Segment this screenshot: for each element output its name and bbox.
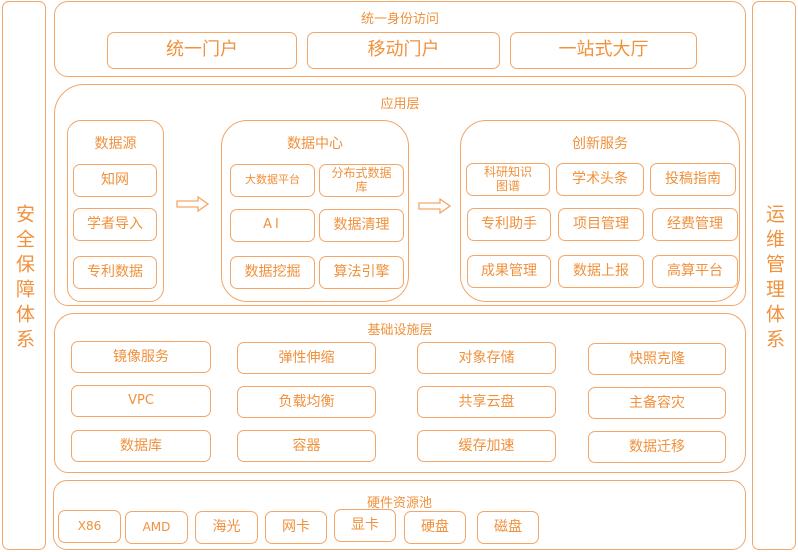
innovation-services-group [460,120,740,302]
datacenter-item[interactable]: 数据挖掘 [230,256,315,289]
hardware-item[interactable]: 海光 [195,511,258,544]
infra-item[interactable]: 镜像服务 [71,341,211,373]
hardware-item[interactable]: X86 [58,510,121,543]
infrastructure-layer-title: 基础设施层 [367,323,433,338]
identity-layer [54,1,746,77]
innovation-item-label: 科研知识图谱 [483,164,532,193]
innovation-item[interactable]: 科研知识图谱 [466,163,550,196]
innovation-item[interactable]: 经费管理 [652,208,738,241]
infra-item[interactable]: 弹性伸缩 [237,342,376,374]
data-center-title: 数据中心 [287,136,343,152]
infrastructure-layer [54,313,746,473]
infra-item[interactable]: 负载均衡 [237,386,376,418]
infra-item[interactable]: 数据库 [71,430,211,462]
datacenter-item-label: 分布式数据库 [331,165,392,194]
innovation-item[interactable]: 学术头条 [556,163,644,196]
security-system-label: 安全保障体系 [13,204,35,354]
infra-item[interactable]: 数据迁移 [588,431,726,463]
arrow-right-icon [418,198,452,214]
infra-item[interactable]: 缓存加速 [417,430,556,462]
innovation-item[interactable]: 成果管理 [467,255,551,288]
infra-item[interactable]: 对象存储 [417,342,556,374]
portal-mobile[interactable]: 移动门户 [307,32,500,69]
innovation-item[interactable]: 项目管理 [558,208,644,241]
application-layer-title: 应用层 [380,97,420,112]
source-item[interactable]: 专利数据 [73,256,157,289]
datacenter-item[interactable]: 分布式数据库 [319,164,404,197]
security-system-panel [2,1,46,550]
ops-system-label: 运维管理体系 [763,204,785,354]
innovation-item[interactable]: 投稿指南 [650,163,736,196]
source-item[interactable]: 学者导入 [73,208,157,241]
data-center-group [221,120,409,302]
portal-unified[interactable]: 统一门户 [107,32,297,69]
hardware-item[interactable]: 磁盘 [477,511,539,544]
data-source-title: 数据源 [94,136,137,152]
innovation-item[interactable]: 专利助手 [467,208,551,241]
infra-item[interactable]: 主备容灾 [588,387,726,419]
identity-layer-title: 统一身份访问 [360,12,439,27]
source-item[interactable]: 知网 [73,164,157,197]
datacenter-item[interactable]: 算法引擎 [319,256,404,289]
hardware-pool-title: 硬件资源池 [366,496,432,511]
innovation-item[interactable]: 高算平台 [652,255,738,288]
datacenter-item[interactable]: 数据清理 [319,209,404,242]
hardware-item[interactable]: 硬盘 [404,511,466,544]
portal-one-stop[interactable]: 一站式大厅 [510,32,697,69]
infra-item[interactable]: VPC [71,385,211,417]
infra-item[interactable]: 共享云盘 [417,386,556,418]
hardware-item[interactable]: AMD [125,511,188,544]
infra-item[interactable]: 容器 [237,430,376,462]
datacenter-item[interactable]: 大数据平台 [230,164,315,197]
arrow-right-icon [176,196,210,212]
hardware-pool-layer [53,480,746,550]
data-source-group [67,120,164,302]
innovation-services-title: 创新服务 [572,136,628,152]
hardware-item[interactable]: 显卡 [334,509,396,542]
ops-system-panel [752,1,796,550]
infra-item[interactable]: 快照克隆 [588,343,726,375]
hardware-item[interactable]: 网卡 [265,511,327,544]
innovation-item[interactable]: 数据上报 [558,255,644,288]
datacenter-item[interactable]: AI [230,209,315,242]
